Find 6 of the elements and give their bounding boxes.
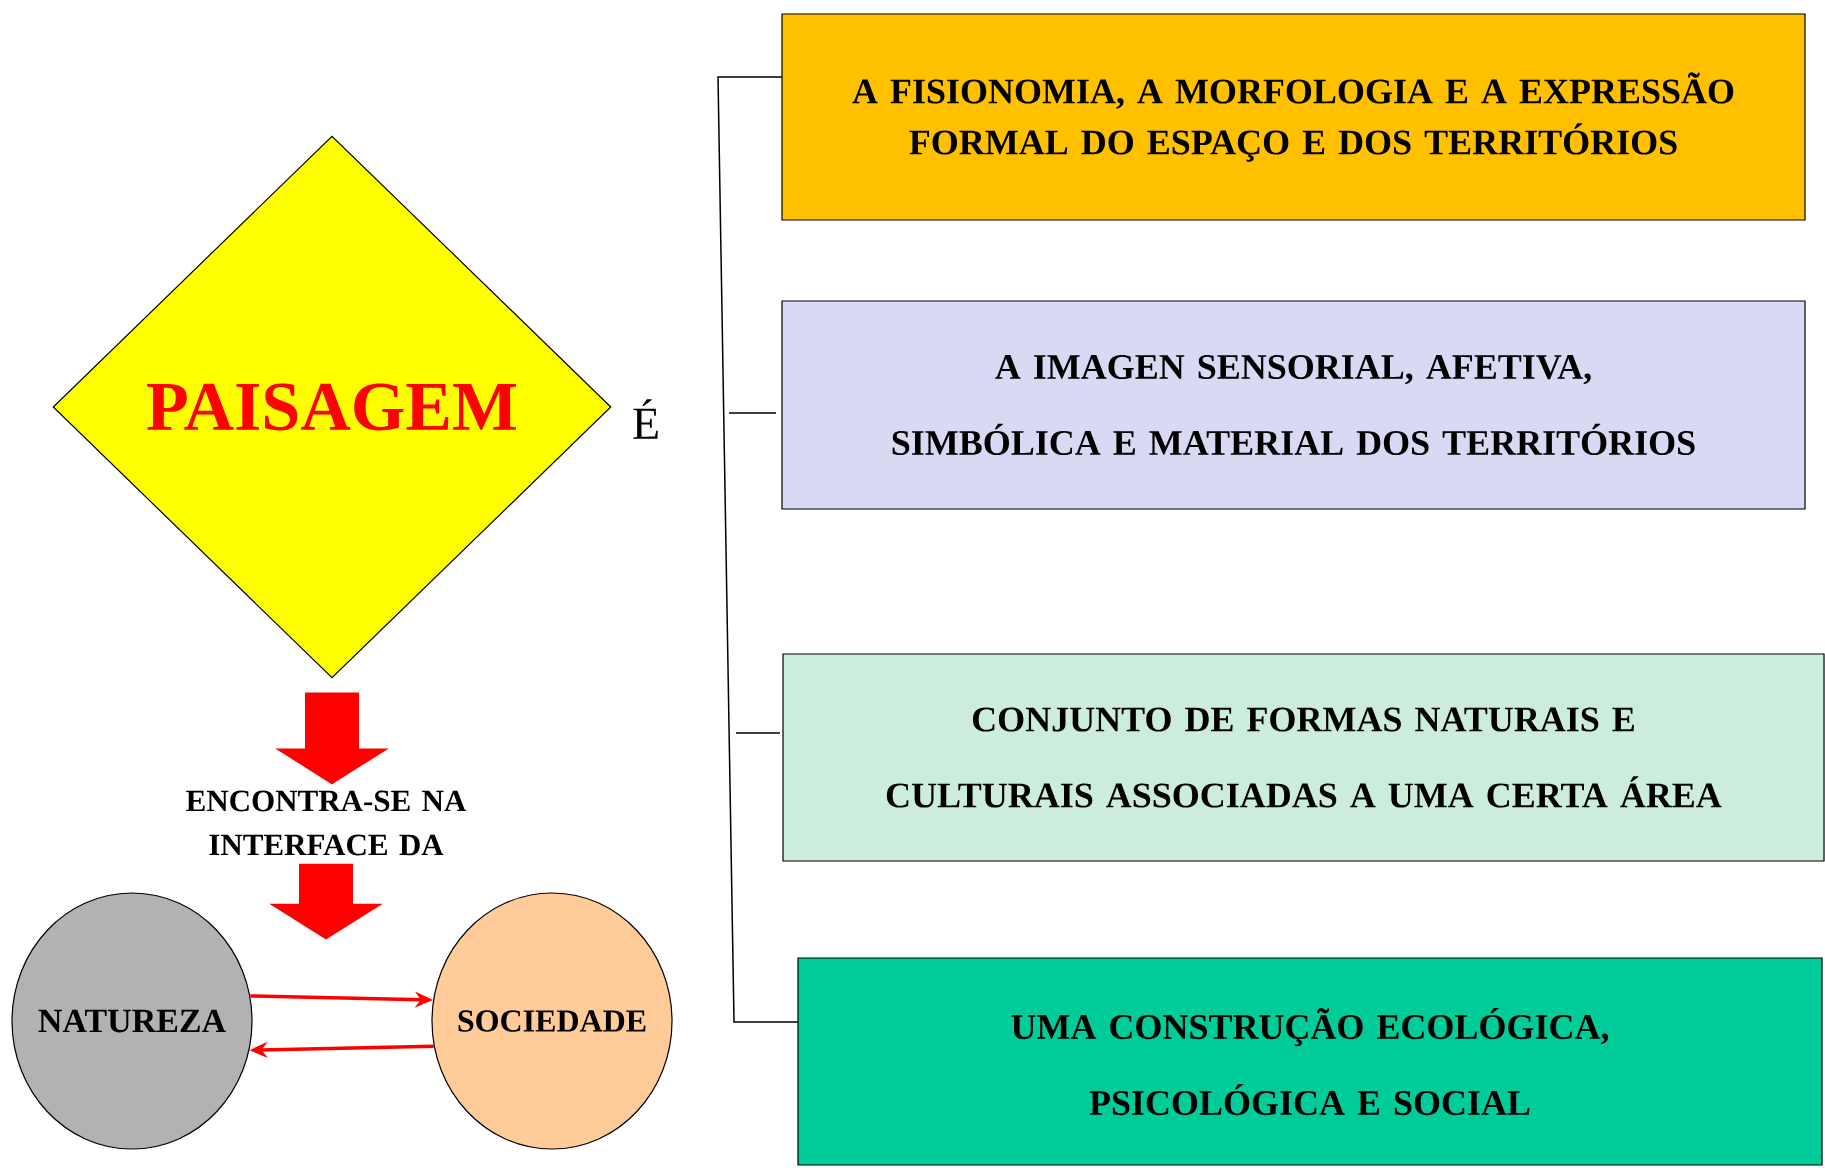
caption-text: ENCONTRA-SE NA INTERFACE DA — [186, 790, 467, 856]
text-box: UMA CONSTRUÇÃO ECOLÓGICA, PSICOLÓGICA E SOCIAL — [797, 957, 1823, 1166]
text-box: CONJUNTO DE FORMAS NATURAIS E CULTURAIS ASSOCIADAS A UMA CERTA ÁREA — [782, 653, 1825, 862]
label-text: É — [633, 399, 658, 439]
text-box: A FISIONOMIA, A MORFOLOGIA E A EXPRESSÃO FORMAL DO ESPAÇO E DOS TERRITÓRIOS — [781, 13, 1806, 221]
text-box: A IMAGEN SENSORIAL, AFETIVA, SIMBÓLICA E MATERIAL DOS TERRITÓRIOS — [781, 300, 1806, 510]
